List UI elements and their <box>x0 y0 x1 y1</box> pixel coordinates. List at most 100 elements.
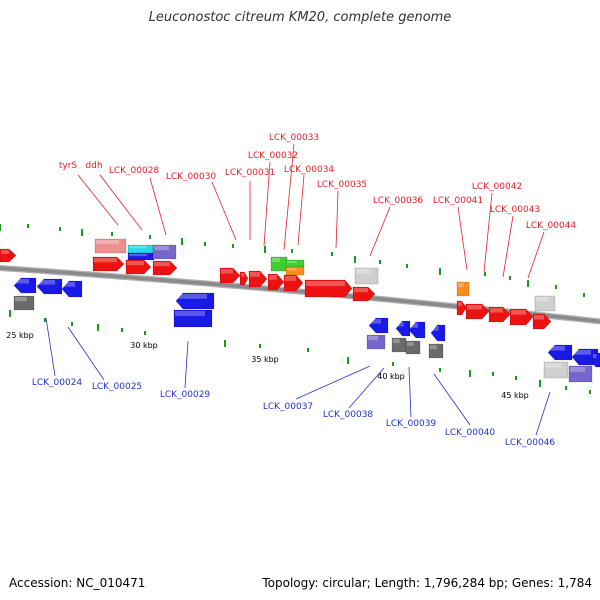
gene-feature <box>368 317 389 334</box>
gene-feature <box>395 320 411 337</box>
gene-highlight <box>536 297 548 302</box>
gene-highlight <box>177 294 207 299</box>
gene-feature <box>534 295 556 312</box>
gene-feature <box>61 280 83 298</box>
reverse-gene-label: LCK_00046 <box>505 438 556 448</box>
gene-highlight <box>94 258 117 263</box>
gene-highlight <box>127 261 144 266</box>
gene-feature <box>430 324 446 342</box>
gene-highlight <box>154 246 169 251</box>
gene-highlight <box>354 288 368 293</box>
forward-gene-label: LCK_00028 <box>109 166 160 176</box>
reverse-gene-label: LCK_00024 <box>32 378 83 388</box>
forward-label-leader <box>527 231 545 279</box>
gene-feature <box>456 281 470 297</box>
gene-highlight <box>534 315 544 320</box>
gene-feature <box>248 270 268 288</box>
gene-feature <box>465 303 490 320</box>
gene-feature <box>267 273 285 291</box>
gene-highlight <box>15 297 27 302</box>
gene-feature <box>239 271 249 286</box>
gene-feature <box>304 279 353 298</box>
reverse-label-leader <box>45 317 56 377</box>
forward-gene-label: tyrS <box>59 161 78 171</box>
gene-feature <box>509 308 534 326</box>
forward-label-leader <box>77 174 119 226</box>
gene-highlight <box>15 279 29 284</box>
gene-highlight <box>129 254 147 257</box>
gene-highlight <box>458 283 464 288</box>
gene-feature <box>428 343 444 359</box>
gene-highlight <box>250 272 260 277</box>
gene-highlight <box>287 261 297 264</box>
gene-feature <box>152 260 178 276</box>
reverse-gene-label: LCK_00038 <box>323 410 374 420</box>
forward-gene-label: LCK_00042 <box>472 182 522 192</box>
forward-label-leader <box>483 192 493 273</box>
scale-label: 25 kbp <box>6 331 34 340</box>
forward-gene-label: LCK_00031 <box>225 168 275 178</box>
gene-highlight <box>154 262 170 267</box>
scale-label: 35 kbp <box>251 355 279 364</box>
reverse-label-leader <box>408 366 412 418</box>
reverse-gene-label: LCK_00039 <box>386 419 437 429</box>
gene-feature <box>591 352 600 368</box>
gene-highlight <box>306 281 345 287</box>
gene-highlight <box>393 339 400 344</box>
gene-highlight <box>397 322 404 327</box>
gene-highlight <box>63 282 75 287</box>
reverse-gene-label: LCK_00037 <box>263 402 313 412</box>
forward-label-leader <box>297 174 305 246</box>
forward-gene-label: LCK_00034 <box>284 165 335 175</box>
forward-label-leader <box>211 181 237 241</box>
gene-feature <box>152 244 177 260</box>
gene-feature <box>125 259 152 275</box>
gene-highlight <box>272 258 280 263</box>
gene-highlight <box>458 302 462 307</box>
forward-gene-label: LCK_00041 <box>433 196 483 206</box>
forward-gene-label: LCK_00035 <box>317 180 367 190</box>
gene-feature <box>488 306 511 323</box>
gene-feature <box>568 365 593 383</box>
reverse-gene-label: LCK_00040 <box>445 428 496 438</box>
gene-feature <box>0 248 17 263</box>
forward-gene-label: LCK_00036 <box>373 196 424 206</box>
accession-label: Accession: NC_010471 <box>9 576 146 590</box>
forward-label-leader <box>283 143 295 251</box>
gene-feature <box>36 278 63 295</box>
gene-feature <box>532 313 552 330</box>
gene-highlight <box>1 250 9 254</box>
forward-label-leader <box>149 177 167 236</box>
gene-highlight <box>241 273 245 277</box>
gene-feature <box>285 266 305 276</box>
gene-highlight <box>511 310 526 315</box>
scale-label: 45 kbp <box>501 391 529 400</box>
gene-feature <box>352 286 376 302</box>
forward-label-leader <box>457 206 468 271</box>
gene-highlight <box>490 308 503 313</box>
gene-feature <box>173 309 213 328</box>
gene-highlight <box>545 363 561 368</box>
forward-label-leader <box>335 190 339 249</box>
gene-highlight <box>175 311 205 317</box>
gene-highlight <box>370 319 381 324</box>
gene-feature <box>175 292 215 310</box>
forward-label-leader <box>263 161 271 247</box>
gene-feature <box>13 277 37 294</box>
gene-highlight <box>593 354 597 359</box>
forward-gene-label: ddh <box>85 161 102 171</box>
gene-feature <box>408 321 426 339</box>
forward-gene-label: LCK_00033 <box>269 133 319 143</box>
reverse-label-leader <box>535 391 551 436</box>
forward-label-leader <box>502 215 514 278</box>
gene-highlight <box>221 269 233 274</box>
reverse-label-leader <box>295 365 371 400</box>
reverse-gene-label: LCK_00029 <box>160 390 211 400</box>
gene-highlight <box>287 268 297 271</box>
scale-label: 40 kbp <box>377 372 405 381</box>
gene-highlight <box>96 240 119 245</box>
scale-label: 30 kbp <box>130 341 158 350</box>
gene-feature <box>543 361 569 379</box>
gene-feature <box>94 238 127 254</box>
